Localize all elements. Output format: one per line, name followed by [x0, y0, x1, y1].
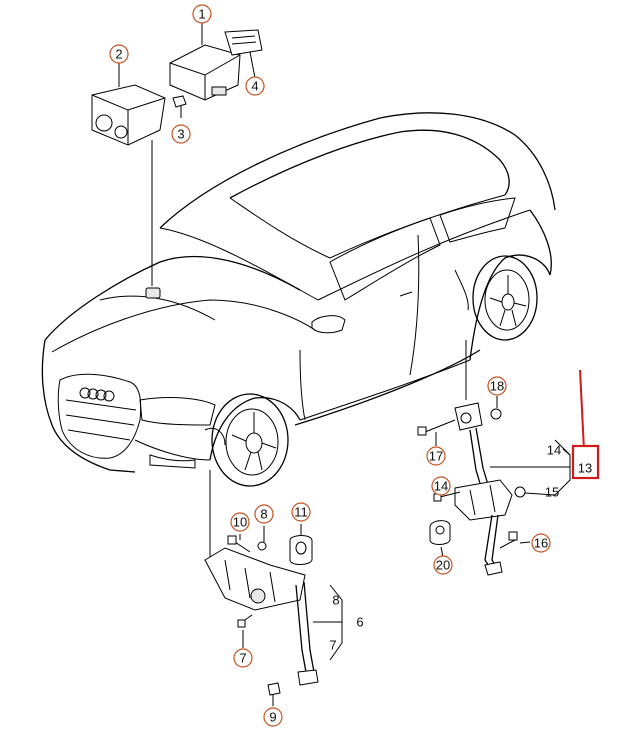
rear-level-sensor-group	[417, 340, 571, 576]
callout-label: 17	[429, 449, 443, 464]
callout-label: 2	[115, 47, 122, 62]
callout-circle	[245, 76, 265, 96]
callout-label: 11	[294, 505, 308, 520]
callout-c15: 15	[545, 485, 559, 500]
callout-c7a: 7	[329, 638, 336, 653]
callout-label: 7	[329, 638, 336, 653]
callout-label: 15	[545, 485, 559, 500]
callout-circle	[487, 376, 507, 396]
callout-label: 14	[547, 443, 561, 458]
callout-c6: 6	[356, 615, 363, 630]
callout-label: 9	[269, 710, 276, 725]
callout-c8a: 8	[254, 504, 274, 524]
callout-c20: 20	[433, 555, 453, 575]
callout-label: 8	[332, 593, 339, 608]
callout-label: 8	[260, 507, 267, 522]
callout-label: 10	[233, 515, 247, 530]
callout-label: 7	[239, 651, 246, 666]
callout-circle	[431, 476, 451, 496]
callout-c14a: 14	[547, 443, 561, 458]
callout-label: 6	[356, 615, 363, 630]
callout-c17: 17	[426, 446, 446, 466]
callout-c2: 2	[109, 44, 129, 64]
callout-label: 18	[490, 379, 504, 394]
callout-label: 20	[436, 558, 450, 573]
callout-circle	[531, 533, 551, 553]
front-level-sensor-group	[204, 470, 343, 706]
callout-circle	[433, 555, 453, 575]
callout-c9: 9	[263, 707, 283, 727]
callout-label: 14	[434, 479, 448, 494]
callout-circle	[192, 4, 212, 24]
callout-c4: 4	[245, 76, 265, 96]
callout-c1: 1	[192, 4, 212, 24]
callout-label: 3	[177, 127, 184, 142]
control-module-group	[91, 22, 263, 286]
callout-c18: 18	[487, 376, 507, 396]
callout-c10: 10	[230, 512, 250, 532]
callout-circle	[171, 124, 191, 144]
callout-layer: 1 2 3 4 18 17 14 14 15 13 16 20 10 8 11 8 6 7 7 9	[109, 4, 592, 727]
car-illustration	[41, 112, 556, 487]
callout-c7b: 7	[233, 648, 253, 668]
callout-c16: 16	[531, 533, 551, 553]
callout-c14b: 14	[431, 476, 451, 496]
callout-circle	[291, 502, 311, 522]
callout-label: 4	[251, 79, 258, 94]
red-arrow-icon	[579, 369, 585, 451]
callout-label: 13	[578, 461, 592, 476]
callout-circle	[230, 512, 250, 532]
callout-circle	[426, 446, 446, 466]
callout-label: 1	[198, 7, 205, 22]
callout-c8b: 8	[332, 593, 339, 608]
highlight-marker	[571, 369, 600, 480]
callout-c3: 3	[171, 124, 191, 144]
callout-c11: 11	[291, 502, 311, 522]
callout-circle	[254, 504, 274, 524]
highlight-box-13	[571, 444, 600, 480]
callout-circle	[109, 44, 129, 64]
callout-circle	[233, 648, 253, 668]
callout-label: 16	[534, 536, 548, 551]
callout-c13: 13	[578, 461, 592, 476]
callout-circle	[263, 707, 283, 727]
